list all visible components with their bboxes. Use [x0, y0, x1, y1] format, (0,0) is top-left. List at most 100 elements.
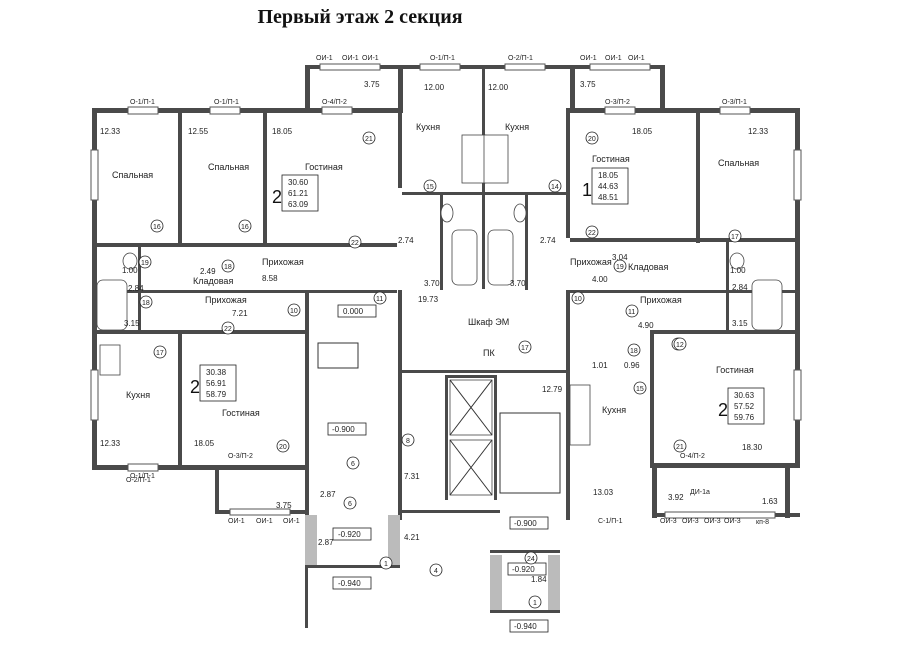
- marker-label-18: 17: [521, 345, 529, 352]
- apartment-living-area-2: 30.38: [206, 368, 227, 377]
- marker-label-12: 10: [290, 308, 298, 315]
- area-31: 7.31: [404, 472, 420, 481]
- marker-circle-26: [627, 343, 641, 357]
- marker-circle-31: [524, 551, 538, 565]
- area-4: 12.00: [488, 83, 509, 92]
- level-4: -0.900: [514, 519, 537, 528]
- marker-circle-16: [153, 345, 167, 359]
- window-tag-15: О-3/П-2: [228, 453, 253, 460]
- room-living_top_left: Гостиная: [305, 162, 343, 172]
- apartment-overall-area-2: 58.79: [206, 390, 227, 399]
- apartment-total-area-2: 56.91: [206, 379, 227, 388]
- marker-label-27: 15: [636, 386, 644, 393]
- apartment-rooms-0: 2: [272, 187, 282, 207]
- area-16: 2.49: [200, 267, 216, 276]
- area-2: 18.05: [272, 127, 293, 136]
- marker-label-8: 16: [241, 224, 249, 231]
- area-12: 3.70: [510, 279, 526, 288]
- marker-label-4: 16: [153, 224, 161, 231]
- window-tag-17: ОИ-1: [228, 518, 245, 525]
- room-hall_right: Прихожая: [570, 257, 612, 267]
- marker-circle-20: [346, 456, 360, 470]
- area-36: 3.92: [668, 493, 684, 502]
- room-pk: ПК: [483, 348, 495, 358]
- marker-circle-25: [673, 337, 687, 351]
- marker-label-26: 18: [630, 348, 638, 355]
- marker-label-13: 11: [376, 296, 383, 303]
- window-tag-20: С-1/П-1: [598, 518, 623, 525]
- window-tag-26: ДИ-1а: [690, 489, 710, 496]
- marker-circle-28: [673, 439, 687, 453]
- area-27: 18.05: [194, 439, 215, 448]
- area-33: 2.87: [318, 538, 334, 547]
- level-3: -0.940: [338, 579, 361, 588]
- window-tag-19: ОИ-1: [283, 518, 300, 525]
- room-living_bottom_right: Гостиная: [716, 365, 754, 375]
- window-tag-8: ОИ-1: [580, 55, 597, 62]
- room-pantry_right: Кладовая: [628, 262, 668, 272]
- apartment-rooms-3: 2: [718, 400, 728, 420]
- marker-label-6: 22: [351, 240, 359, 247]
- marker-label-9: 22: [588, 230, 596, 237]
- window-tag-7: О-2/П-1: [508, 55, 533, 62]
- marker-label-7: 19: [141, 260, 149, 267]
- apartment-total-area-3: 57.52: [734, 402, 755, 411]
- level-1: -0.900: [332, 425, 355, 434]
- room-bed_right: Спальная: [718, 158, 759, 168]
- apartment-living-area-1: 18.05: [598, 171, 619, 180]
- marker-circle-3: [585, 131, 599, 145]
- room-shkaf: Шкаф ЭМ: [468, 317, 509, 327]
- area-3: 12.00: [424, 83, 445, 92]
- area-37: 1.63: [762, 497, 778, 506]
- area-21: 2.84: [732, 283, 748, 292]
- area-24: 7.21: [232, 309, 248, 318]
- window-tag-23: ОИ-3: [704, 518, 721, 525]
- apartment-total-area-0: 61.21: [288, 189, 309, 198]
- area-13: 19.73: [418, 295, 439, 304]
- area-14: 4.00: [592, 275, 608, 284]
- marker-label-24: 17: [731, 234, 739, 241]
- apartment-overall-area-1: 48.51: [598, 193, 619, 202]
- marker-label-0: 21: [365, 136, 373, 143]
- marker-circle-11: [613, 259, 627, 273]
- marker-circle-0: [362, 131, 376, 145]
- apartment-living-area-0: 30.60: [288, 178, 309, 187]
- marker-circle-18: [518, 340, 532, 354]
- window-tag-18: ОИ-1: [256, 518, 273, 525]
- marker-circle-1: [423, 179, 437, 193]
- marker-circle-30: [429, 563, 443, 577]
- marker-circle-22: [401, 433, 415, 447]
- area-11: 3.70: [424, 279, 440, 288]
- area-15: 3.04: [612, 253, 628, 262]
- marker-label-29: 1: [384, 561, 388, 568]
- marker-circle-29: [379, 556, 393, 570]
- level-0: 0.000: [343, 307, 364, 316]
- apartment-rooms-1: 1: [582, 180, 592, 200]
- marker-label-30: 4: [434, 568, 438, 575]
- marker-label-19: 20: [279, 444, 287, 451]
- windows: [90, 63, 802, 519]
- apartment-overall-area-3: 59.76: [734, 413, 755, 422]
- window-tag-21: ОИ-3: [660, 518, 677, 525]
- area-39: 0.96: [624, 361, 640, 370]
- area-32: 2.87: [320, 490, 336, 499]
- window-tag-16: О-4/П-2: [680, 453, 705, 460]
- area-38: 1.01: [592, 361, 608, 370]
- marker-label-22: 8: [406, 438, 410, 445]
- room-kitchen_bottom_left: Кухня: [126, 390, 150, 400]
- marker-label-2: 14: [551, 184, 559, 191]
- room-hall_bottom_right: Прихожая: [640, 295, 682, 305]
- marker-label-28: 21: [676, 444, 684, 451]
- window-tag-5: ОИ-1: [362, 55, 379, 62]
- area-6: 12.33: [748, 127, 769, 136]
- room-living_top_right: Гостиная: [592, 154, 630, 164]
- marker-circle-19: [276, 439, 290, 453]
- area-22: 3.15: [124, 319, 140, 328]
- marker-circle-32: [528, 595, 542, 609]
- marker-circle-13: [373, 291, 387, 305]
- marker-label-25: 12: [676, 342, 684, 349]
- marker-label-20: 6: [351, 461, 355, 468]
- area-17: 8.58: [262, 274, 278, 283]
- area-35: 3.75: [276, 501, 292, 510]
